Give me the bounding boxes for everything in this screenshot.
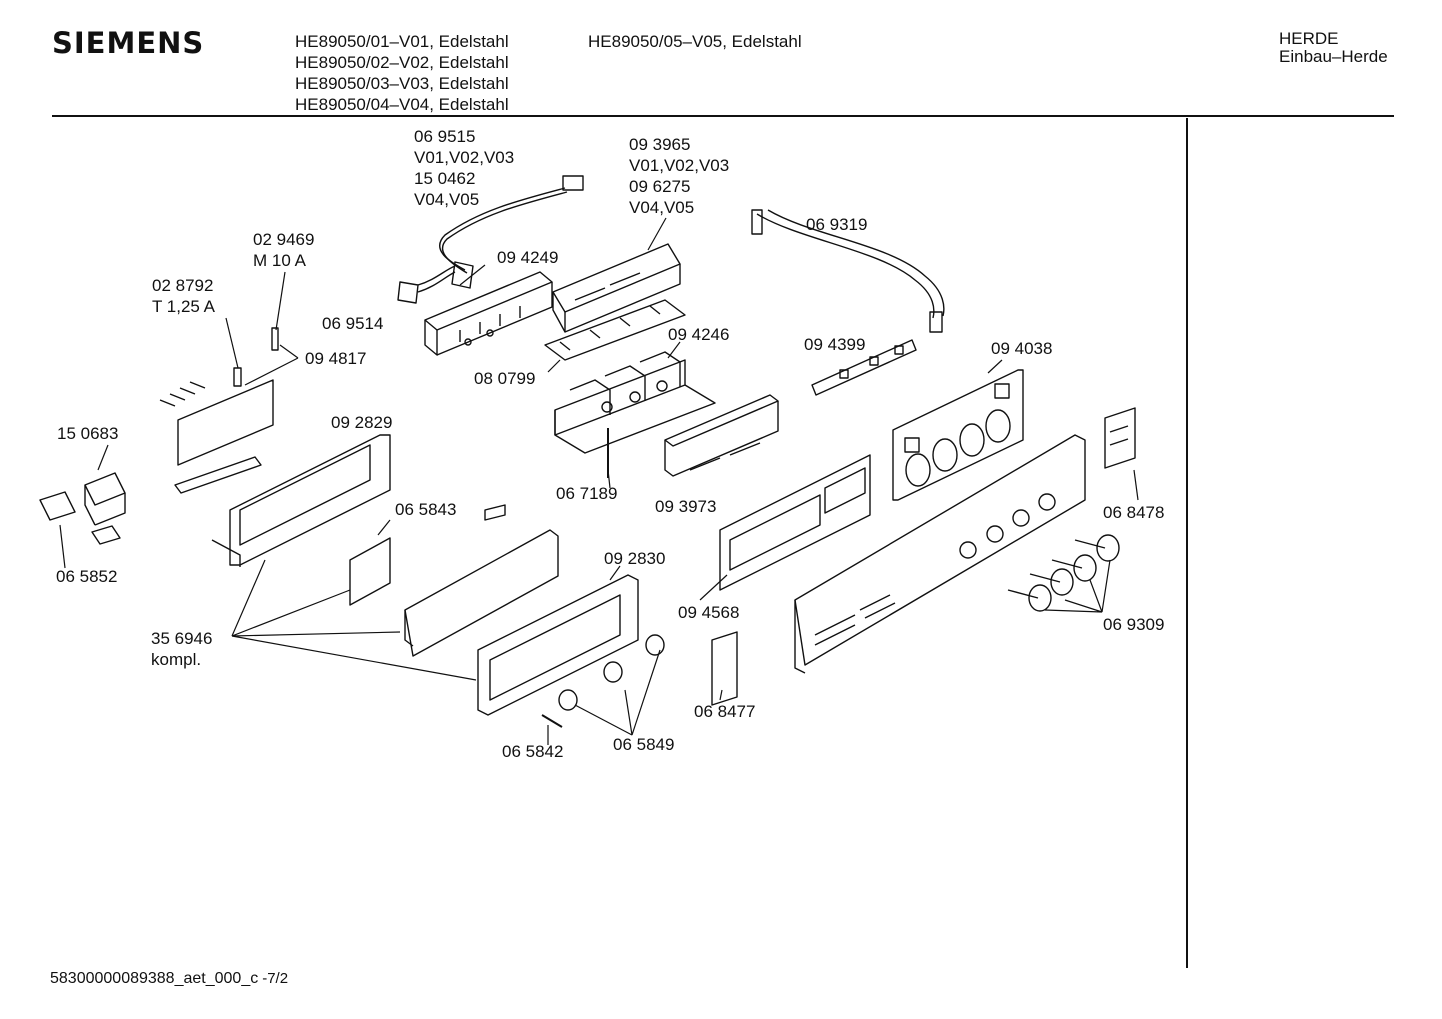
relay-tray-part <box>552 243 681 333</box>
part-label: 09 4568 <box>678 603 740 622</box>
front-fascia-panel <box>794 434 1086 674</box>
led-board-part <box>811 339 917 396</box>
page-number: -7/2 <box>262 970 289 987</box>
terminal-block-part <box>424 271 553 356</box>
part-label: 09 2830 <box>604 549 666 568</box>
switch-module-part <box>554 351 716 454</box>
ribbon-cable-part <box>751 209 945 333</box>
part-label: 06 8477 <box>694 702 756 721</box>
display-frame-part <box>719 454 871 591</box>
lower-bracket-part <box>711 631 738 706</box>
model-line: HE89050/04–V04, Edelstahl <box>295 95 509 114</box>
header-divider <box>52 115 1394 117</box>
small-knobs-part <box>541 634 665 728</box>
part-label: 06 5842 <box>502 742 564 761</box>
part-label: 06 9309 <box>1103 615 1165 634</box>
part-label: 09 4399 <box>804 335 866 354</box>
part-label: 09 4817 <box>305 349 367 368</box>
model-list-secondary: HE89050/05–V05, Edelstahl <box>588 31 802 52</box>
part-label: 06 5843 <box>395 500 457 519</box>
model-line: HE89050/03–V03, Edelstahl <box>295 74 509 93</box>
category-block: HERDE Einbau–Herde <box>1279 30 1388 66</box>
part-label: 06 7189 <box>556 484 618 503</box>
siemens-logo: SIEMENS <box>52 26 205 60</box>
part-label: 06 8478 <box>1103 503 1165 522</box>
part-label: 09 4038 <box>991 339 1053 358</box>
model-line: HE89050/05–V05, Edelstahl <box>588 32 802 51</box>
document-id: 58300000089388_aet_000_c <box>50 970 259 987</box>
part-label: 09 2829 <box>331 413 393 432</box>
knob-frame-part <box>892 369 1024 501</box>
model-line: HE89050/02–V02, Edelstahl <box>295 53 509 72</box>
category-title: HERDE <box>1279 29 1339 48</box>
wire-harness-part <box>397 175 584 304</box>
part-label: 06 5849 <box>613 735 675 754</box>
side-bracket-part <box>1104 407 1136 469</box>
part-label: 08 0799 <box>474 369 536 388</box>
mounting-bracket-part <box>664 394 779 477</box>
part-label: 09 4246 <box>668 325 730 344</box>
margin-divider <box>1186 118 1188 968</box>
circuit-board-part <box>544 299 686 361</box>
transformer-part <box>39 472 126 545</box>
housing-frame-part <box>211 434 391 567</box>
part-label: 06 9514 <box>322 314 384 333</box>
model-list-primary: HE89050/01–V01, Edelstahl HE89050/02–V02… <box>295 31 509 115</box>
document-footer: 58300000089388_aet_000_c-7/2 <box>50 970 288 988</box>
category-subtitle: Einbau–Herde <box>1279 47 1388 66</box>
small-board-part <box>349 537 391 606</box>
part-label: 09 3973 <box>655 497 717 516</box>
part-label: 15 0683 <box>57 424 119 443</box>
control-knobs-part <box>1007 534 1120 612</box>
fuse-board-part <box>159 327 279 494</box>
model-line: HE89050/01–V01, Edelstahl <box>295 32 509 51</box>
leader-lines <box>59 217 1139 745</box>
part-label: 06 9319 <box>806 215 868 234</box>
front-frame-part <box>477 574 639 716</box>
part-label: 09 4249 <box>497 248 559 267</box>
part-label: 06 5852 <box>56 567 118 586</box>
display-module-part <box>404 504 559 657</box>
